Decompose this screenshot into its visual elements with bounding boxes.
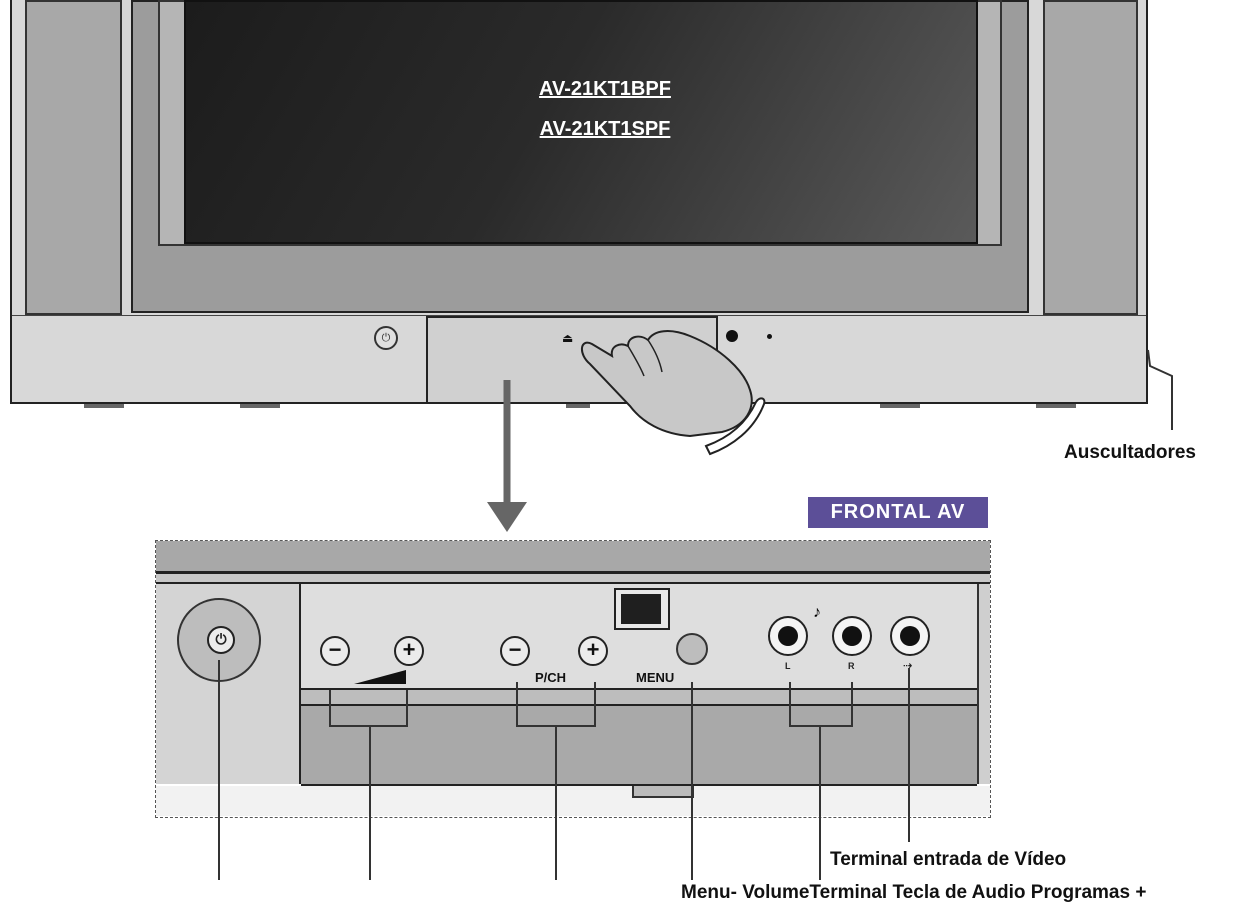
tv-screen	[184, 0, 978, 244]
volume-icon	[354, 670, 406, 684]
jack-right-label: R	[848, 661, 855, 671]
hand-pressing-icon	[581, 330, 766, 456]
panel-lower-face	[301, 706, 977, 786]
volume-down-button[interactable]: −	[320, 636, 350, 666]
model-name-1: AV-21KT1BPF	[539, 78, 671, 100]
volume-up-button[interactable]: +	[394, 636, 424, 666]
headphones-label: Auscultadores	[1064, 442, 1196, 463]
power-icon: ⏻	[381, 332, 391, 344]
tv-foot	[240, 404, 280, 408]
video-input-icon: ⇢	[903, 660, 913, 672]
audio-note-icon: ♪	[813, 604, 821, 621]
program-up-button[interactable]: +	[578, 636, 608, 666]
panel-right-edge	[977, 584, 990, 784]
audio-left-jack[interactable]	[768, 616, 808, 656]
panel-base	[156, 786, 990, 816]
tv-power-button[interactable]: ⏻	[374, 326, 398, 350]
tv-foot	[880, 404, 920, 408]
eject-icon: ⏏	[562, 331, 574, 345]
power-icon: ⏻	[207, 626, 235, 654]
pch-label: P/CH	[535, 670, 567, 685]
panel-top-edge	[156, 541, 990, 574]
menu-label: MENU	[636, 670, 675, 685]
headphone-jack-indicator	[726, 330, 738, 342]
program-down-button[interactable]: −	[500, 636, 530, 666]
panel-rim	[156, 574, 990, 584]
model-name-2: AV-21KT1SPF	[539, 118, 671, 140]
tv-foot	[84, 404, 124, 408]
video-input-jack[interactable]	[890, 616, 930, 656]
menu-button[interactable]	[676, 633, 708, 665]
panel-lower-rim	[301, 690, 977, 706]
tv-foot	[1036, 404, 1076, 408]
zoom-panel-outline	[155, 540, 991, 818]
video-input-label: Terminal entrada de Vídeo	[830, 849, 1067, 870]
remote-sensor	[621, 594, 661, 624]
overlapping-controls-label: Menu- VolumeTerminal Tecla de Audio Prog…	[681, 882, 1147, 903]
audio-right-jack[interactable]	[832, 616, 872, 656]
left-speaker-grille	[25, 0, 122, 315]
sensor-dot	[767, 334, 772, 339]
front-strip-divider	[12, 315, 1146, 316]
tv-foot	[566, 404, 590, 408]
jack-left-label: L	[785, 661, 791, 671]
frontal-av-badge: FRONTAL AV	[808, 497, 988, 528]
right-speaker-grille	[1043, 0, 1138, 315]
